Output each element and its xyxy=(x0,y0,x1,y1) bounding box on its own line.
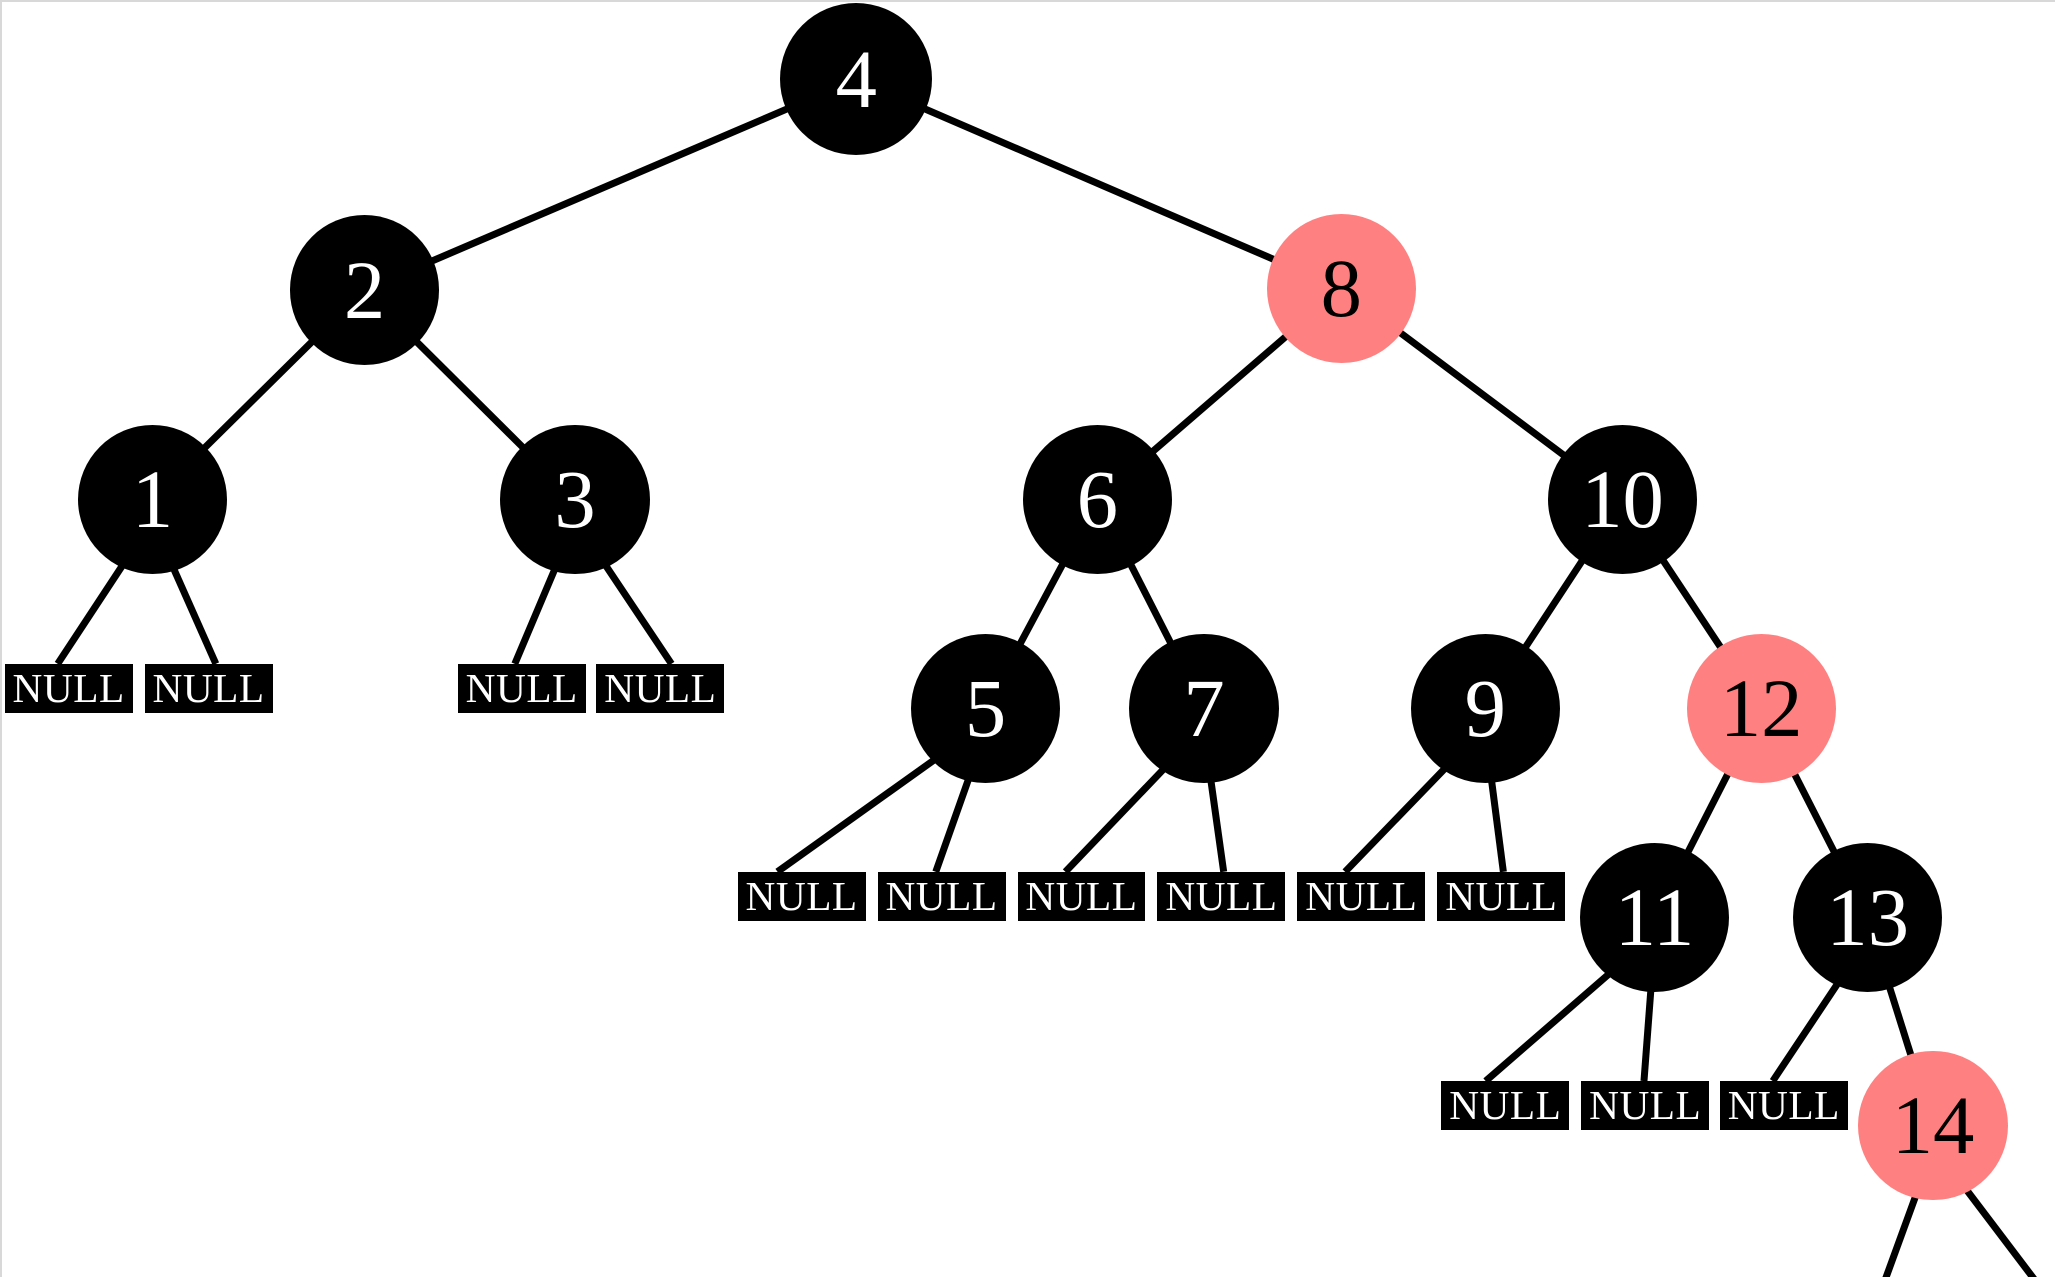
tree-node-6[interactable]: 6 xyxy=(1022,424,1173,574)
null-leaf: NULL xyxy=(1017,871,1146,922)
null-leaf: NULL xyxy=(1297,871,1426,922)
tree-node-4[interactable]: 4 xyxy=(780,3,933,156)
tree-edge-n12-n13 xyxy=(1789,768,1840,859)
tree-edge-n7-z8 xyxy=(1206,776,1228,873)
tree-edge-n2-n1 xyxy=(198,335,319,454)
tree-node-label: 6 xyxy=(1076,452,1119,545)
tree-edge-n7-z7 xyxy=(1062,763,1170,875)
null-leaf: NULL xyxy=(1441,1081,1570,1131)
tree-node-label: 5 xyxy=(964,662,1007,755)
tree-edge-n4-n2 xyxy=(426,103,794,267)
tree-node-10[interactable]: 10 xyxy=(1547,424,1698,574)
tree-node-label: 1 xyxy=(131,452,174,545)
tree-edge-n9-z10 xyxy=(1487,776,1507,873)
tree-edge-n11-z12 xyxy=(1640,986,1655,1082)
tree-node-label: 7 xyxy=(1183,662,1225,755)
tree-node-label: 4 xyxy=(835,32,877,125)
tree-edge-n13-z13 xyxy=(1769,978,1843,1083)
tree-node-label: 13 xyxy=(1826,871,1910,964)
null-leaf: NULL xyxy=(1581,1081,1710,1131)
tree-node-8[interactable]: 8 xyxy=(1266,213,1416,364)
tree-node-label: 3 xyxy=(554,452,596,545)
tree-edge-n3-z4 xyxy=(600,559,675,666)
tree-edge-n1-z1 xyxy=(54,560,128,666)
tree-edge-n14-z15 xyxy=(1961,1184,2037,1277)
tree-edge-n3-z3 xyxy=(511,563,560,666)
tree-node-14[interactable]: 14 xyxy=(1858,1051,2008,1201)
null-leaf: NULL xyxy=(1157,871,1286,922)
tree-edge-n2-n3 xyxy=(410,335,529,454)
tree-node-2[interactable]: 2 xyxy=(289,215,440,365)
tree-edge-n14-z14 xyxy=(1882,1191,1921,1277)
tree-edge-n8-n10 xyxy=(1394,326,1570,461)
tree-node-label: 14 xyxy=(1891,1079,1975,1172)
tree-edge-n13-n14 xyxy=(1884,982,1916,1062)
null-leaf: NULL xyxy=(737,871,866,922)
tree-node-label: 8 xyxy=(1320,242,1362,335)
null-leaf: NULL xyxy=(457,663,586,714)
tree-node-9[interactable]: 9 xyxy=(1410,633,1560,784)
null-leaf: NULL xyxy=(1437,871,1566,922)
tree-node-13[interactable]: 13 xyxy=(1793,843,1943,993)
tree-edge-n9-z9 xyxy=(1342,763,1450,875)
null-leaf: NULL xyxy=(1719,1081,1848,1131)
null-leaf: NULL xyxy=(144,663,273,714)
tree-edge-n10-n9 xyxy=(1520,554,1588,653)
null-leaf: NULL xyxy=(877,871,1006,922)
null-leaf: NULL xyxy=(596,663,725,714)
tree-node-label: 2 xyxy=(343,243,386,336)
tree-node-11[interactable]: 11 xyxy=(1579,843,1730,993)
tree-node-1[interactable]: 1 xyxy=(77,424,228,574)
tree-edge-n5-z6 xyxy=(932,774,974,873)
tree-node-label: 11 xyxy=(1614,871,1695,964)
null-leaf: NULL xyxy=(4,663,133,714)
tree-node-label: 10 xyxy=(1581,452,1664,545)
tree-node-5[interactable]: 5 xyxy=(910,633,1061,784)
tree-edge-n11-z11 xyxy=(1483,968,1615,1084)
tree-node-12[interactable]: 12 xyxy=(1686,633,1836,784)
tree-node-3[interactable]: 3 xyxy=(500,424,650,574)
tree-edge-n8-n6 xyxy=(1147,330,1292,457)
tree-edge-n6-n5 xyxy=(1014,558,1069,650)
tree-edge-n6-n7 xyxy=(1125,558,1177,649)
tree-edge-n1-z2 xyxy=(168,563,220,666)
tree-node-label: 9 xyxy=(1464,662,1506,755)
tree-edge-n10-n12 xyxy=(1657,554,1727,654)
tree-node-label: 12 xyxy=(1719,662,1803,755)
tree-node-7[interactable]: 7 xyxy=(1129,633,1279,784)
tree-edge-n5-z5 xyxy=(775,754,940,875)
tree-edge-n4-n8 xyxy=(919,103,1280,265)
tree-edge-n12-n11 xyxy=(1682,768,1734,859)
